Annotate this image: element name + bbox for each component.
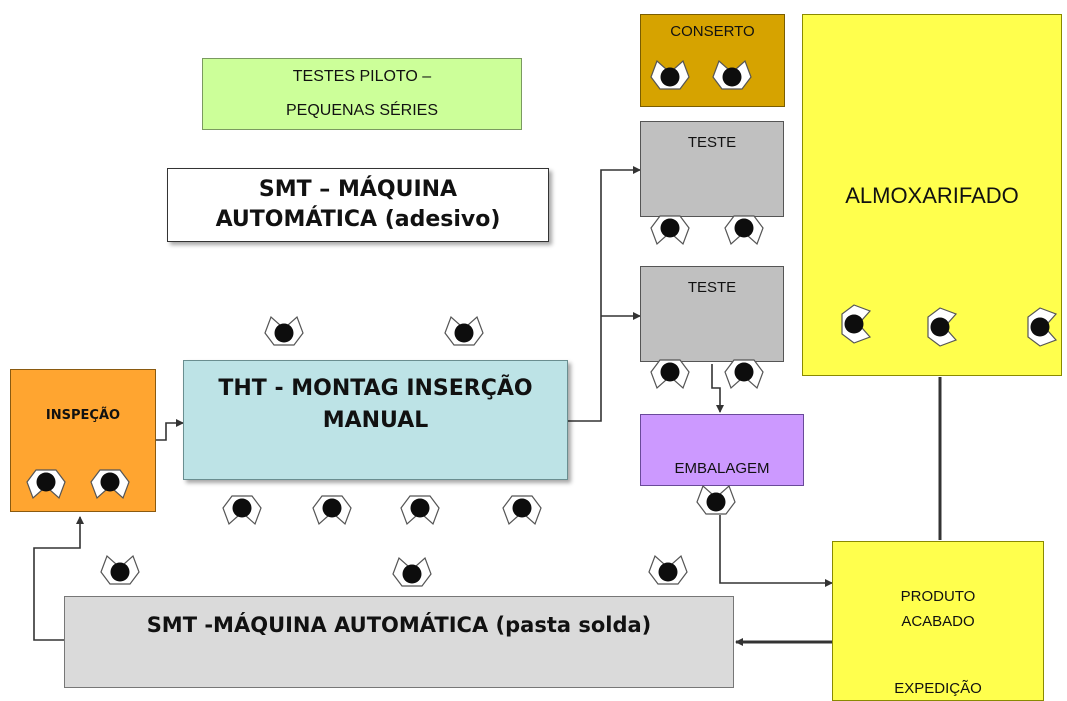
worker-icon [648,206,692,255]
worker-icon [220,486,264,535]
testes-piloto-line2: PEQUENAS SÉRIES [285,102,439,119]
smt-pasta-box: SMT -MÁQUINA AUTOMÁTICA (pasta solda) [64,596,734,688]
testes-piloto-line1: TESTES PILOTO – [292,68,432,85]
embalagem-label: EMBALAGEM [674,460,770,477]
worker-icon [648,350,692,399]
worker-icon [390,552,434,601]
worker-icon [694,480,738,529]
tht-line1: THT - MONTAG INSERÇÃO [218,376,533,401]
worker-icon [646,550,690,599]
connector-teste-to-embalagem [711,364,724,413]
tht-line2: MANUAL [322,408,429,433]
worker-icon [262,311,306,360]
teste-label-1: TESTE [687,134,737,151]
worker-icon [918,305,962,354]
worker-icon [500,486,544,535]
worker-icon [722,350,766,399]
worker-icon [310,486,354,535]
embalagem-box: EMBALAGEM [640,414,804,486]
smt-adesivo-line1: SMT – MÁQUINA [258,177,458,202]
conserto-label: CONSERTO [670,23,755,40]
smt-adesivo-box: SMT – MÁQUINA AUTOMÁTICA (adesivo) [167,168,549,242]
almoxarifado-label: ALMOXARIFADO [845,183,1019,208]
connector-smt-to-inspecao [33,516,84,641]
worker-icon [98,550,142,599]
connector-tht-to-teste-1 [568,166,641,422]
worker-icon [398,486,442,535]
tht-box: THT - MONTAG INSERÇÃO MANUAL [183,360,568,480]
worker-icon [88,460,132,509]
teste-label-2: TESTE [687,279,737,296]
produto-line2: ACABADO [901,613,975,630]
smt-pasta-label: SMT -MÁQUINA AUTOMÁTICA (pasta solda) [146,613,652,637]
teste-box-2: TESTE [640,266,784,362]
conserto-box: CONSERTO [640,14,785,107]
worker-icon [1018,305,1062,354]
teste-box-1: TESTE [640,121,784,217]
worker-icon [24,460,68,509]
smt-adesivo-line2: AUTOMÁTICA (adesivo) [215,207,501,232]
worker-icon [442,311,486,360]
connector-inspecao-to-tht [156,419,184,441]
inspecao-label: INSPEÇÃO [45,408,121,423]
worker-icon [710,55,754,104]
produto-line1: PRODUTO [900,588,976,605]
worker-icon [832,302,876,351]
inspecao-box: INSPEÇÃO [10,369,156,512]
worker-icon [722,206,766,255]
produto-acabado-box: PRODUTO ACABADO EXPEDIÇÃO [832,541,1044,701]
produto-line3: EXPEDIÇÃO [894,680,982,697]
worker-icon [648,55,692,104]
connector-embalagem-to-produto [719,515,833,587]
testes-piloto-box: TESTES PILOTO – PEQUENAS SÉRIES [202,58,522,130]
